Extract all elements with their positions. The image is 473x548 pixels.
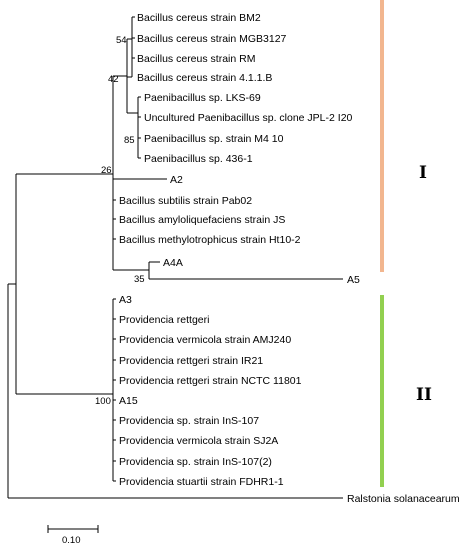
taxon-label: Providencia sp. strain InS-107 (119, 415, 259, 427)
taxon-label: Bacillus subtilis strain Pab02 (119, 195, 252, 207)
cluster-II-label: II (416, 385, 432, 405)
bootstrap-value: 100 (95, 396, 111, 407)
taxon-label: Providencia rettgeri (119, 314, 209, 326)
cluster-annotations: I II (380, 0, 432, 487)
taxon-label: Bacillus methylotrophicus strain Ht10-2 (119, 234, 301, 246)
bootstrap-values: 54 42 85 26 35 100 (95, 35, 145, 407)
cluster-I-label: I (419, 163, 427, 183)
bootstrap-value: 42 (108, 74, 119, 85)
taxon-label: Uncultured Paenibacillus sp. clone JPL-2… (144, 112, 353, 124)
taxon-label: A15 (119, 395, 138, 407)
taxon-labels: Bacillus cereus strain BM2 Bacillus cere… (119, 12, 460, 505)
bootstrap-value: 85 (124, 135, 135, 146)
taxon-label: Bacillus amyloliquefaciens strain JS (119, 214, 285, 226)
taxon-label: Providencia vermicola strain SJ2A (119, 435, 278, 447)
taxon-label: Providencia sp. strain InS-107(2) (119, 456, 272, 468)
taxon-label: A5 (347, 274, 360, 286)
cluster-I-bar (380, 0, 384, 272)
taxon-label: Providencia stuartii strain FDHR1-1 (119, 476, 284, 488)
scale-bar: 0.10 (47, 525, 99, 546)
taxon-label: A2 (170, 174, 183, 186)
tree-branches (7, 16, 343, 499)
taxon-label: Bacillus cereus strain RM (137, 53, 255, 65)
taxon-label: Providencia vermicola strain AMJ240 (119, 334, 291, 346)
taxon-label: Paenibacillus sp. 436-1 (144, 153, 253, 165)
taxon-label: Providencia rettgeri strain NCTC 11801 (119, 375, 302, 387)
bootstrap-value: 35 (134, 274, 145, 285)
taxon-label: A3 (119, 294, 132, 306)
bootstrap-value: 26 (101, 165, 112, 176)
taxon-label: Providencia rettgeri strain IR21 (119, 355, 263, 367)
taxon-label: Paenibacillus sp. strain M4 10 (144, 133, 284, 145)
taxon-label: A4A (163, 257, 183, 269)
scale-bar-label: 0.10 (62, 535, 81, 546)
taxon-label: Bacillus cereus strain 4.1.1.B (137, 72, 272, 84)
taxon-label: Bacillus cereus strain BM2 (137, 12, 261, 24)
cluster-II-bar (380, 295, 384, 487)
taxon-label: Bacillus cereus strain MGB3127 (137, 33, 287, 45)
bootstrap-value: 54 (116, 35, 127, 46)
taxon-label: Ralstonia solanacearum (347, 493, 460, 505)
taxon-label: Paenibacillus sp. LKS-69 (144, 92, 261, 104)
